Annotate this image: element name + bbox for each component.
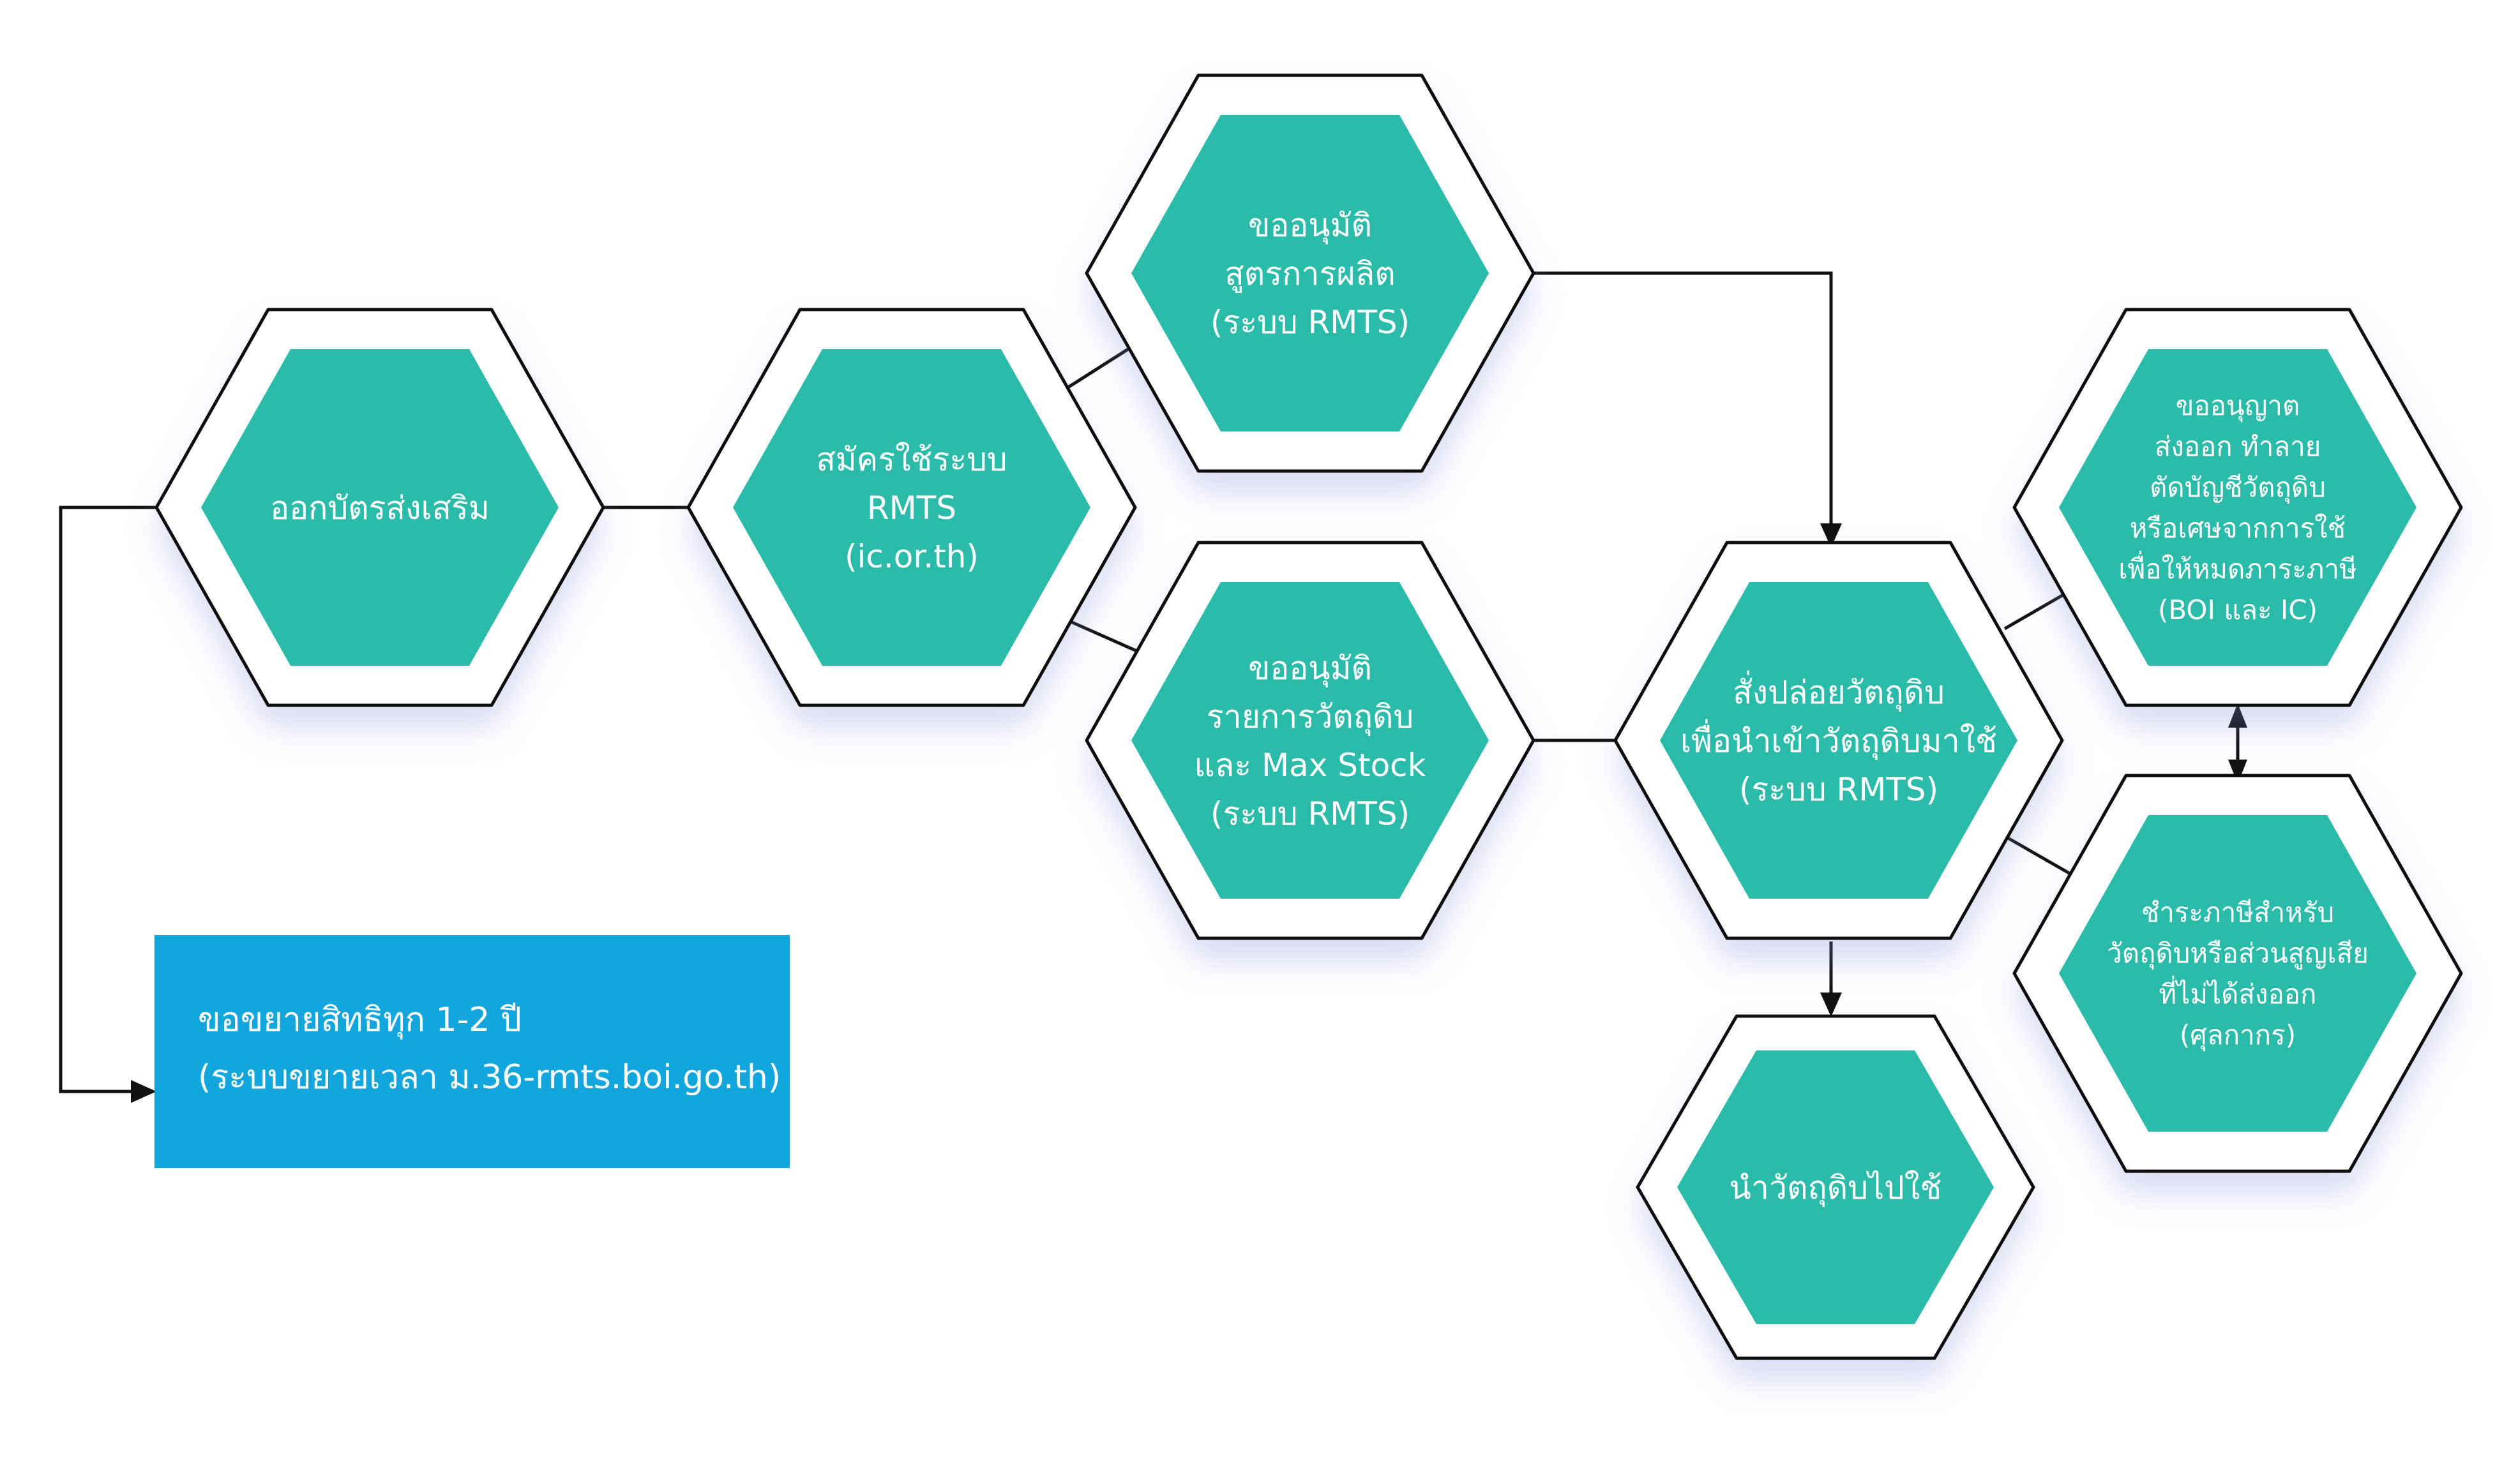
- hex-fill: [1677, 1050, 1994, 1324]
- node-order-release-label: สั่งปล่อยวัตถุดิบเพื่อนำเข้าวัตถุดิบมาใช…: [1680, 671, 1997, 808]
- label-line: (ระบบ RMTS): [1739, 771, 1938, 808]
- node-request-export-label: ขออนุญาตส่งออก ทำลายตัดบัญชีวัตถุดิบหรือ…: [2118, 390, 2356, 626]
- label-line: (ศุลกากร): [2180, 1019, 2296, 1052]
- node-order-release[interactable]: สั่งปล่อยวัตถุดิบเพื่อนำเข้าวัตถุดิบมาใช…: [1613, 541, 2064, 940]
- connector-register-to-material-list: [1064, 617, 1145, 656]
- node-pay-tax[interactable]: ชำระภาษีสำหรับวัตถุดิบหรือส่วนสูญเสียที่…: [2012, 774, 2463, 1173]
- hex-fill: [1131, 115, 1489, 431]
- hex-fill: [2059, 349, 2416, 666]
- arrow-head-down-tax: [2228, 760, 2247, 784]
- hex-fill: [733, 349, 1090, 666]
- connector-formula-to-order-release: [1534, 271, 1833, 523]
- label-line: วัตถุดิบหรือส่วนสูญเสีย: [2107, 938, 2369, 970]
- node-request-export[interactable]: ขออนุญาตส่งออก ทำลายตัดบัญชีวัตถุดิบหรือ…: [2012, 308, 2463, 707]
- label-line: นำวัตถุดิบไปใช้: [1730, 1169, 1942, 1207]
- label-line: (ระบบ RMTS): [1210, 304, 1410, 341]
- connector-issue-to-extend: [59, 506, 157, 1093]
- connector-order-release-to-tax: [2003, 834, 2075, 878]
- extend-rights-line-2: (ระบบขยายเวลา ม.36-rmts.boi.go.th): [198, 1058, 781, 1097]
- label-line: (ระบบ RMTS): [1210, 795, 1410, 832]
- node-register-rmts[interactable]: สมัครใช้ระบบ RMTS (ic.or.th): [686, 308, 1137, 707]
- extend-rights-line-1: ขอขยายสิทธิทุก 1-2 ปี: [198, 1001, 522, 1040]
- node-use-material[interactable]: นำวัตถุดิบไปใช้: [1636, 1014, 2035, 1360]
- node-approve-formula-label: ขออนุมัติสูตรการผลิต (ระบบ RMTS): [1210, 207, 1410, 341]
- node-approve-material-list-label: ขออนุมัติรายการวัตถุดิบและ Max Stock (ระบ…: [1194, 650, 1426, 832]
- label-line: ออกบัตรส่งเสริม: [270, 490, 490, 527]
- label-line: ขออนุญาต: [2176, 390, 2300, 423]
- label-line: สั่งปล่อยวัตถุดิบ: [1733, 671, 1945, 712]
- node-issue-certificate-label: ออกบัตรส่งเสริม: [270, 490, 490, 527]
- hex-fill: [1660, 582, 2017, 899]
- label-line: เพื่อนำเข้าวัตถุดิบมาใช้: [1680, 719, 1997, 760]
- label-line: (ic.or.th): [845, 538, 979, 575]
- label-line: ขออนุมัติ: [1248, 650, 1372, 687]
- label-line: ชำระภาษีสำหรับ: [2141, 897, 2334, 928]
- label-line: ขออนุมัติ: [1248, 207, 1372, 244]
- label-line: (BOI และ IC): [2158, 594, 2318, 626]
- connectors: [59, 271, 2247, 1103]
- label-line: ตัดบัญชีวัตถุดิบ: [2150, 472, 2326, 504]
- connector-register-to-formula: [1064, 343, 1136, 391]
- arrow-head-up-export: [2228, 703, 2247, 728]
- extend-rights-box[interactable]: ขอขยายสิทธิทุก 1-2 ปี (ระบบขยายเวลา ม.36…: [155, 935, 790, 1168]
- node-approve-material-list[interactable]: ขออนุมัติรายการวัตถุดิบและ Max Stock (ระบ…: [1085, 541, 1535, 940]
- label-line: เพื่อให้หมดภาระภาษี: [2118, 551, 2356, 585]
- node-pay-tax-label: ชำระภาษีสำหรับวัตถุดิบหรือส่วนสูญเสียที่…: [2107, 897, 2369, 1052]
- node-issue-certificate[interactable]: ออกบัตรส่งเสริม: [155, 308, 605, 707]
- extend-rights-box-fill: [155, 935, 790, 1168]
- label-line: และ Max Stock: [1194, 747, 1426, 784]
- hex-fill: [201, 349, 559, 666]
- node-register-rmts-label: สมัครใช้ระบบ RMTS (ic.or.th): [816, 441, 1007, 575]
- label-line: หรือเศษจากการใช้: [2130, 513, 2346, 544]
- arrow-head-extend: [131, 1080, 156, 1103]
- label-line: รายการวัตถุดิบ: [1207, 698, 1414, 736]
- arrow-head-use-material: [1820, 993, 1842, 1017]
- label-line: สมัครใช้ระบบ: [816, 441, 1007, 478]
- arrow-head-order-release: [1820, 523, 1842, 548]
- label-line: ส่งออก ทำลาย: [2155, 431, 2321, 462]
- label-line: RMTS: [867, 490, 956, 527]
- label-line: สูตรการผลิต: [1225, 255, 1395, 293]
- node-approve-formula[interactable]: ขออนุมัติสูตรการผลิต (ระบบ RMTS): [1085, 73, 1535, 473]
- hex-fill: [1131, 582, 1489, 899]
- connector-order-release-to-export: [2003, 592, 2067, 631]
- hex-fill: [2059, 815, 2416, 1132]
- label-line: ที่ไม่ได้ส่งออก: [2159, 976, 2317, 1010]
- node-use-material-label: นำวัตถุดิบไปใช้: [1730, 1169, 1942, 1207]
